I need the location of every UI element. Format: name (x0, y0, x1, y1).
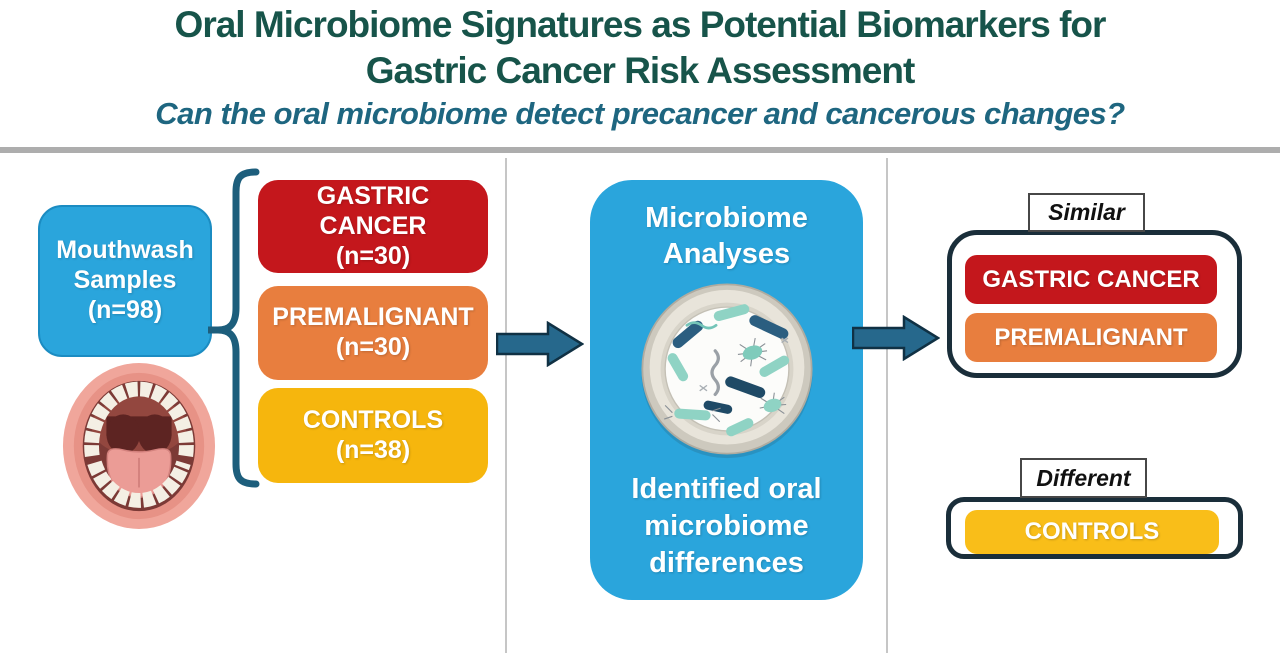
page-subtitle: Can the oral microbiome detect precancer… (155, 96, 1125, 131)
page-title-line1: Oral Microbiome Signatures as Potential … (174, 4, 1107, 45)
similar-premalignant-pill: PREMALIGNANT (965, 313, 1217, 362)
similar-gastric-cancer-text: GASTRIC CANCER (982, 265, 1200, 293)
arrow-right-icon (852, 315, 940, 361)
group-premalignant-box: PREMALIGNANT (n=30) (258, 286, 488, 380)
similar-gastric-cancer-pill: GASTRIC CANCER (965, 255, 1217, 304)
section-divider-left (505, 158, 507, 653)
group-controls-label: CONTROLS (302, 405, 444, 434)
different-label-text: Different (1036, 464, 1131, 491)
bracket-icon (208, 168, 260, 488)
mouth-icon (62, 363, 216, 529)
group-premalignant-label: PREMALIGNANT (272, 303, 474, 332)
different-controls-pill: CONTROLS (965, 510, 1219, 554)
group-gastric-cancer-count: (n=30) (335, 241, 411, 270)
group-controls-box: CONTROLS (n=38) (258, 388, 488, 483)
different-label: Different (1020, 458, 1147, 498)
similar-panel: GASTRIC CANCER PREMALIGNANT (947, 230, 1242, 378)
header-divider (0, 147, 1280, 153)
header: Oral Microbiome Signatures as Potential … (0, 2, 1280, 134)
page-title-line2: Gastric Cancer Risk Assessment (365, 50, 916, 91)
similar-label: Similar (1028, 193, 1145, 232)
group-gastric-cancer-box: GASTRIC CANCER (n=30) (258, 180, 488, 273)
section-divider-right (886, 158, 888, 653)
arrow-right-icon (496, 321, 584, 367)
mouthwash-samples-count: (n=98) (87, 296, 163, 325)
different-panel: CONTROLS (946, 497, 1243, 559)
petri-dish-icon (636, 278, 818, 465)
similar-label-text: Similar (1048, 199, 1125, 225)
similar-premalignant-text: PREMALIGNANT (994, 323, 1188, 351)
group-controls-count: (n=38) (335, 435, 411, 464)
microbiome-analyses-result: Identified oral microbiome differences (631, 473, 822, 579)
group-gastric-cancer-label: GASTRIC CANCER (316, 181, 430, 240)
different-controls-text: CONTROLS (1024, 518, 1160, 545)
mouthwash-samples-box: Mouthwash Samples (n=98) (38, 205, 212, 357)
group-premalignant-count: (n=30) (335, 333, 411, 362)
microbiome-analyses-box: Microbiome Analyses (590, 180, 863, 600)
microbiome-analyses-title: Microbiome Analyses (645, 202, 808, 270)
mouthwash-samples-label: Mouthwash Samples (56, 236, 194, 295)
